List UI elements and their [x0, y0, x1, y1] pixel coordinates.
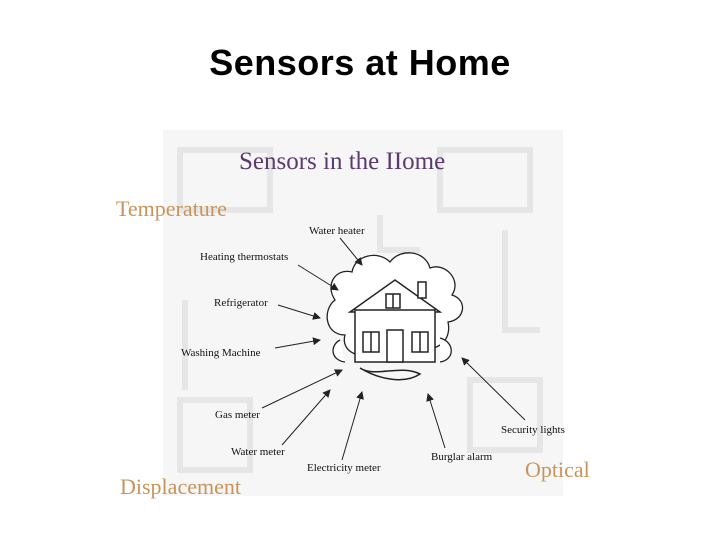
- label-heating-thermostats: Heating thermostats: [200, 251, 288, 263]
- category-optical: Optical: [525, 457, 590, 483]
- figure-title: Sensors in the IIome: [239, 148, 445, 176]
- arrow-electricity-meter: [342, 392, 362, 460]
- category-temperature: Temperature: [116, 196, 227, 222]
- label-water-meter: Water meter: [231, 446, 285, 458]
- arrow-refrigerator: [278, 305, 320, 318]
- arrow-burglar-alarm: [428, 394, 445, 448]
- arrow-water-meter: [282, 390, 330, 445]
- arrow-water-heater: [340, 238, 362, 265]
- label-security-lights: Security lights: [501, 424, 565, 436]
- arrow-washing-machine: [275, 340, 320, 348]
- category-displacement: Displacement: [120, 474, 241, 500]
- label-water-heater: Water heater: [309, 225, 365, 237]
- label-gas-meter: Gas meter: [215, 409, 260, 421]
- label-burglar-alarm: Burglar alarm: [431, 451, 492, 463]
- label-refrigerator: Refrigerator: [214, 297, 268, 309]
- arrow-gas-meter: [262, 370, 342, 408]
- label-washing-machine: Washing Machine: [181, 347, 260, 359]
- arrow-heating-thermostats: [298, 265, 338, 290]
- label-electricity-meter: Electricity meter: [307, 462, 381, 474]
